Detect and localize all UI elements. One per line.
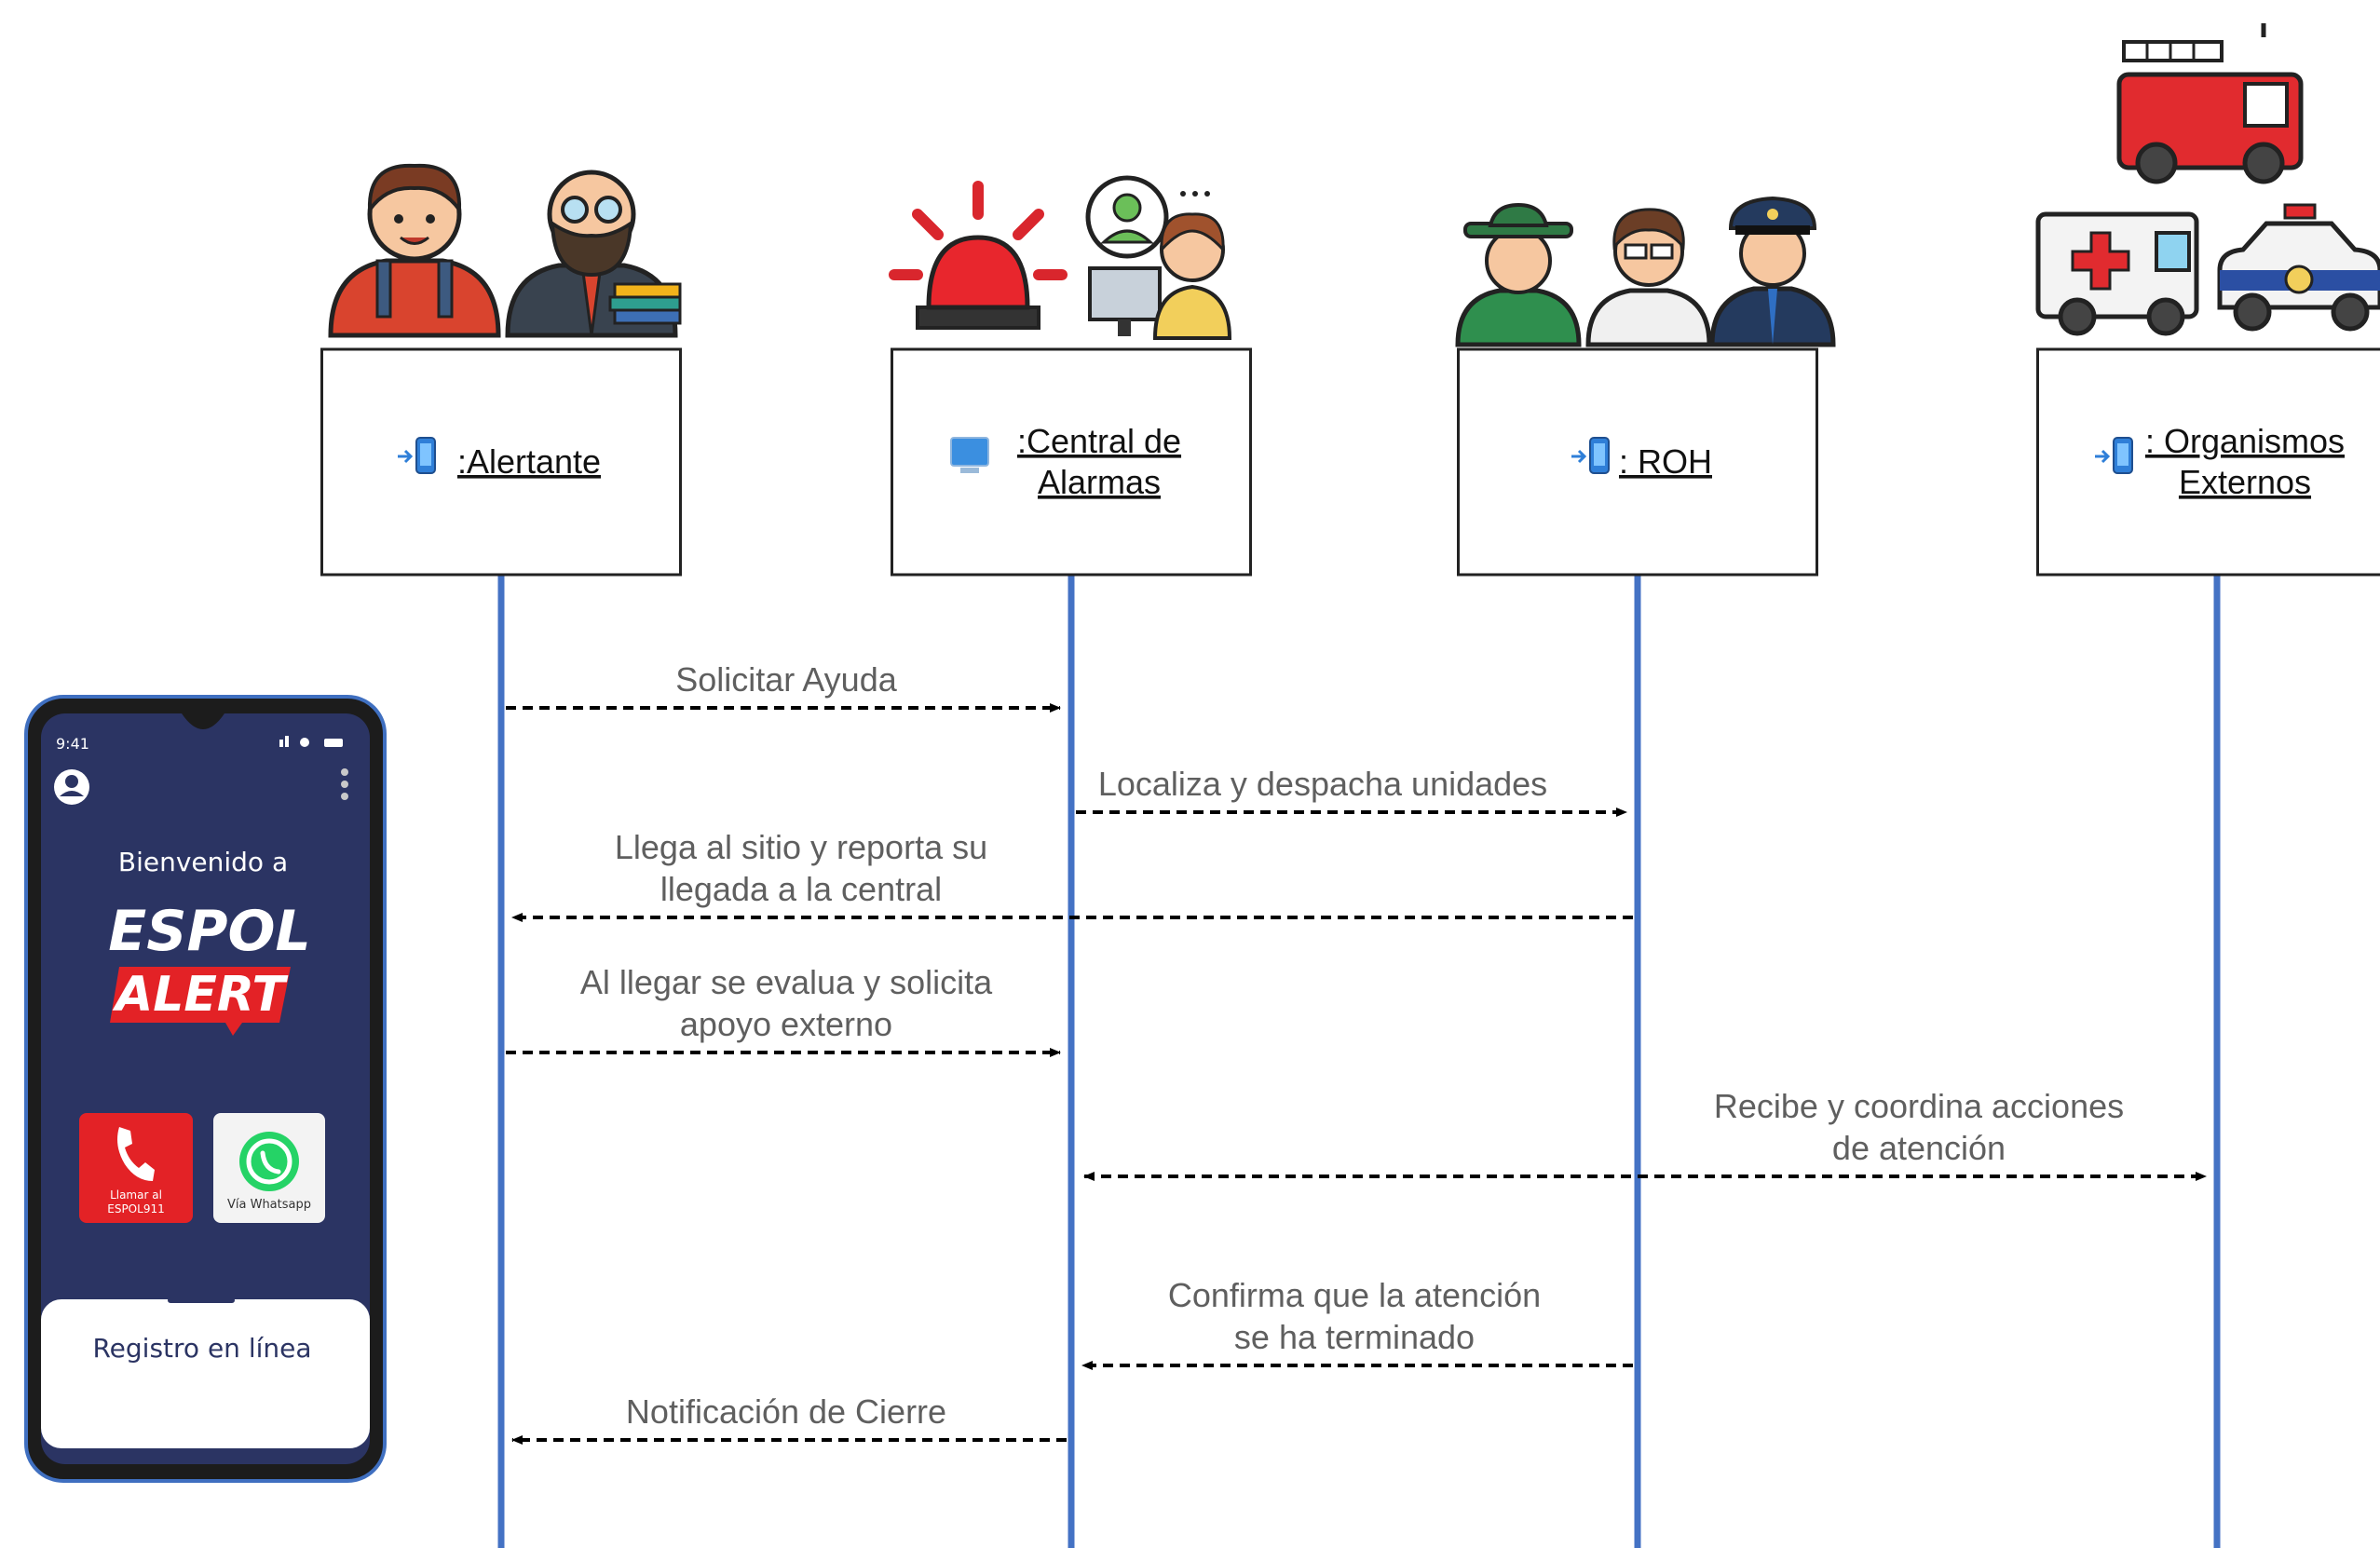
participant-box	[2036, 347, 2380, 577]
call-label-2: ESPOL911	[107, 1202, 164, 1215]
participant-label: : ROH	[1619, 442, 1712, 481]
brand-banner	[110, 967, 291, 1036]
welcome-text: Bienvenido a	[118, 847, 288, 877]
message-label: de atención	[1832, 1129, 2006, 1167]
register-link[interactable]: Registro en línea	[92, 1333, 311, 1364]
participant-box	[320, 347, 682, 577]
message-label: Recibe y coordina acciones	[1714, 1087, 2124, 1125]
lifelines	[497, 575, 2221, 1548]
professor-icon	[505, 170, 682, 338]
message-label: Confirma que la atención	[1168, 1276, 1541, 1314]
message-label: se ha terminado	[1234, 1318, 1475, 1356]
message-label: Solicitar Ayuda	[675, 660, 897, 699]
police-officer-icon	[1709, 196, 1836, 347]
brand-espol: ESPOL	[108, 899, 310, 964]
participant-label: :Alertante	[457, 442, 601, 481]
siren-icon	[889, 181, 1068, 330]
message-localiza: Localiza y despacha unidades	[1076, 765, 1627, 817]
brand-alert: ALERT	[112, 967, 289, 1023]
participant-label: :Central de	[1017, 422, 1181, 460]
message-coordina: Recibe y coordina acciones de atención	[1083, 1087, 2207, 1181]
message-label: Al llegar se evalua y solicita	[580, 963, 993, 1001]
message-label: Llega al sitio y reporta su	[615, 828, 987, 866]
student-icon	[328, 163, 501, 338]
message-label: Localiza y despacha unidades	[1098, 765, 1547, 803]
message-label: Notificación de Cierre	[626, 1392, 946, 1431]
register-panel	[41, 1299, 370, 1448]
message-evalua: Al llegar se evalua y solicita apoyo exte…	[506, 963, 1061, 1057]
participant-alertante: :Alertante	[320, 347, 682, 577]
message-cierre: Notificación de Cierre	[511, 1392, 1067, 1445]
ranger-icon	[1455, 202, 1582, 347]
whatsapp-button[interactable]: Vía Whatsapp	[213, 1113, 325, 1223]
desktop-computer-icon	[950, 437, 989, 473]
participant-label: : Organismos	[2145, 422, 2345, 460]
mobile-device-icon	[398, 437, 436, 474]
message-solicitar: Solicitar Ayuda	[506, 660, 1061, 713]
whatsapp-icon	[239, 1132, 299, 1191]
message-llega: Llega al sitio y reporta su llegada a la …	[511, 828, 1633, 922]
participant-box	[1457, 347, 1818, 577]
fire-truck-icon	[2116, 23, 2304, 184]
more-options-icon[interactable]	[341, 768, 348, 800]
participant-roh: : ROH	[1457, 347, 1818, 577]
call-button[interactable]: Llamar al ESPOL911	[79, 1113, 193, 1223]
mobile-device-icon	[1571, 437, 1610, 474]
participant-label: Alarmas	[1038, 463, 1161, 501]
user-profile-icon[interactable]	[54, 769, 89, 805]
ambulance-icon	[2035, 211, 2199, 336]
status-time: 9:41	[56, 735, 89, 753]
doctor-icon	[1585, 208, 1712, 347]
operator-icon	[1085, 175, 1232, 340]
whatsapp-label: Vía Whatsapp	[227, 1198, 311, 1212]
participant-label: Externos	[2179, 463, 2311, 501]
mobile-device-icon	[2095, 437, 2133, 474]
message-label: llegada a la central	[660, 870, 942, 908]
phone-mockup: 9:41 Bienvenido a ESPOL ALERT Llamar al …	[24, 695, 387, 1483]
call-label-1: Llamar al	[110, 1188, 162, 1202]
signal-icons	[279, 736, 343, 747]
message-confirma: Confirma que la atención se ha terminado	[1081, 1276, 1633, 1370]
phone-call-icon	[117, 1127, 155, 1181]
police-car-icon	[2217, 203, 2380, 332]
message-label: apoyo externo	[680, 1005, 892, 1043]
participant-box	[891, 347, 1252, 577]
phone-screen	[41, 713, 370, 1464]
